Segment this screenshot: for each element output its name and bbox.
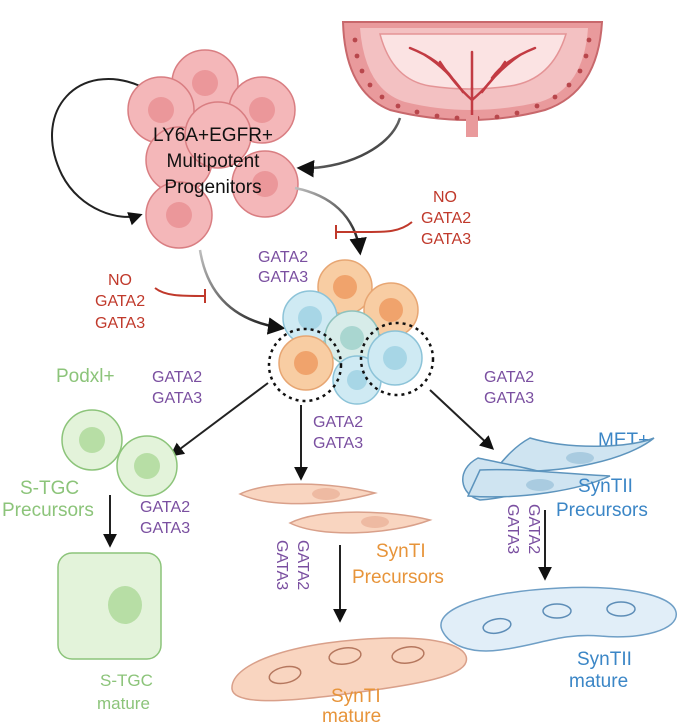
inhibition-right-line2: GATA2	[421, 210, 471, 227]
synti-mature-line1: SynTI	[331, 686, 381, 707]
uterus-to-progenitor-arrow	[296, 117, 402, 178]
trophoblast-cell-cluster	[267, 259, 435, 405]
cluster-to-stgc-arrow	[169, 382, 269, 457]
cluster-gata-line1: GATA2	[258, 249, 308, 266]
inhibition-right-line3: GATA3	[421, 231, 471, 248]
inhibition-right-bar	[335, 221, 413, 239]
stgc-mature-cell	[57, 552, 162, 660]
syntii-precursor-line1: SynTII	[578, 476, 633, 497]
progenitor-label-line1: LY6A+EGFR+	[153, 125, 273, 146]
selected-blue-cell	[359, 321, 435, 397]
synti-mature-cell	[231, 637, 468, 702]
stgc-mature-line2: mature	[97, 694, 150, 713]
syntii-mature-line1: SynTII	[577, 649, 632, 670]
progenitor-label-line2: Multipotent	[167, 151, 261, 172]
syntii-precursor-line2: Precursors	[556, 500, 648, 521]
progenitor-label-line3: Progenitors	[164, 177, 261, 198]
stgc-precursor-line2: Precursors	[2, 500, 94, 521]
inhibition-left-bar	[154, 287, 206, 303]
uterus-illustration	[341, 21, 604, 137]
synti-mature-line2: mature	[322, 706, 381, 727]
syntii-mature-cell	[440, 586, 677, 652]
stgc-gata-line1: GATA2	[140, 499, 190, 516]
mid-branch-gata-line1: GATA2	[313, 414, 363, 431]
inhibition-left-line1: NO	[108, 272, 132, 289]
syntii-mature-line2: mature	[569, 671, 628, 692]
stgc-gata-line2: GATA3	[140, 520, 190, 537]
syntii-gata-line1: GATA2	[525, 504, 542, 554]
inhibition-right-line1: NO	[433, 189, 457, 206]
stgc-precursor-line1: S-TGC	[20, 478, 79, 499]
cluster-to-syntii-arrow	[429, 389, 495, 450]
left-branch-gata-line2: GATA3	[152, 390, 202, 407]
inhibition-left-line3: GATA3	[95, 315, 145, 332]
synti-gata-line2: GATA3	[273, 540, 290, 590]
progenitor-to-cluster-arrow-left	[198, 249, 286, 335]
cluster-gata-line2: GATA3	[258, 269, 308, 286]
selected-orange-cell	[267, 327, 343, 403]
right-branch-gata-line2: GATA3	[484, 390, 534, 407]
inhibition-left-line2: GATA2	[95, 293, 145, 310]
progenitor-to-cluster-arrow-right	[294, 186, 367, 256]
synti-gata-line1: GATA2	[294, 540, 311, 590]
synti-precursor-cells	[238, 483, 433, 534]
stgc-precursor-cells	[61, 409, 178, 497]
uterus-rim-dots	[352, 37, 592, 121]
self-renewal-loop-arrow	[51, 78, 143, 226]
synti-precursor-line2: Precursors	[352, 567, 444, 588]
stgc-mature-line1: S-TGC	[100, 671, 153, 690]
synti-precursor-line1: SynTI	[376, 541, 426, 562]
left-branch-gata-line1: GATA2	[152, 369, 202, 386]
mid-branch-gata-line2: GATA3	[313, 435, 363, 452]
syntii-precursor-cells	[462, 437, 655, 501]
stgc-marker-label: Podxl+	[56, 366, 115, 387]
progenitor-cell-cluster	[127, 49, 299, 249]
right-branch-gata-line1: GATA2	[484, 369, 534, 386]
syntii-gata-line2: GATA3	[504, 504, 521, 554]
